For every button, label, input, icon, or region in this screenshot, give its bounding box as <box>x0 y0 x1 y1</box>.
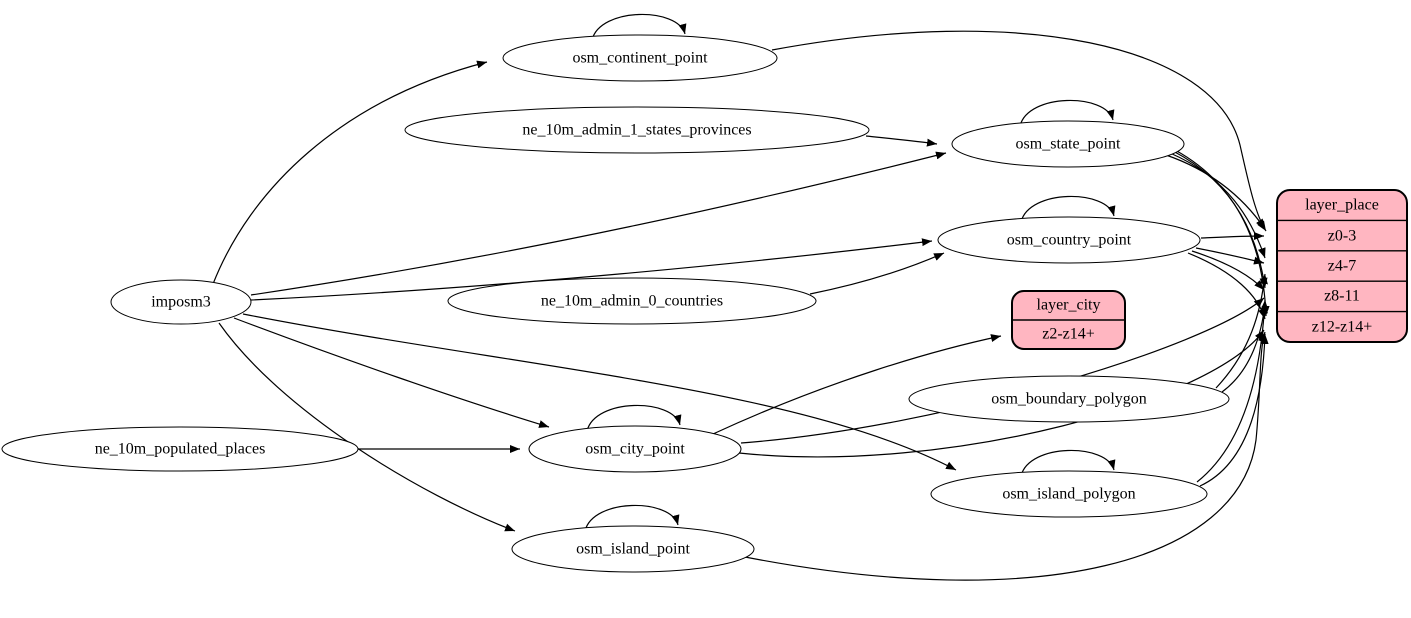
node-osm_country_point-shape <box>937 216 1201 264</box>
node-imposm3: imposm3 <box>110 279 252 325</box>
nodes-layer: osm_continent_point ne_10m_admin_1_state… <box>1 34 1408 573</box>
edge-osm_country_point-self-loop <box>1020 195 1116 223</box>
record-layer_place-title: layer_place <box>1305 197 1379 214</box>
node-osm_state_point: osm_state_point <box>951 120 1185 168</box>
edge-osm_country_point-layer_place-z8-11 <box>1191 250 1265 291</box>
edge-osm_country_point-layer_place-z12-z14 <box>1187 252 1266 320</box>
node-osm_island_polygon-label: osm_island_polygon <box>1002 486 1135 503</box>
edge-osm_island_point-layer_place-z12-z14 <box>744 331 1266 581</box>
edge-imposm3-osm_state_point <box>250 151 947 296</box>
record-layer_place-row-z12-z14: z12-z14+ <box>1312 319 1373 336</box>
edge-imposm3-osm_city_point <box>233 317 550 428</box>
node-osm_state_point-shape <box>951 120 1185 168</box>
node-osm_city_point-shape <box>528 425 742 473</box>
edge-osm_island_polygon-layer_place-z12-z14 <box>1199 333 1269 487</box>
edge-osm_state_point-layer_place-z12-z14 <box>1174 149 1270 317</box>
edge-ne_10m_admin_1_states_provinces-osm_state_point <box>865 135 938 147</box>
node-osm_boundary_polygon-shape <box>908 375 1230 423</box>
record-layer_place: layer_place z0-3 z4-7 z8-11 z12-z14+ <box>1276 189 1408 343</box>
record-layer_place-row-z8-11: z8-11 <box>1324 288 1360 305</box>
edge-ne_10m_admin_0_countries-osm_country_point <box>809 252 945 295</box>
edge-osm_boundary_polygon-layer_place-z4-7 <box>1215 273 1268 389</box>
node-osm_island_point: osm_island_point <box>511 525 755 573</box>
node-osm_continent_point: osm_continent_point <box>502 34 778 82</box>
node-osm_country_point: osm_country_point <box>937 216 1201 264</box>
edge-osm_city_point-layer_city-z2-z14 <box>712 334 1002 435</box>
node-osm_island_point-label: osm_island_point <box>576 541 690 558</box>
node-osm_island_point-shape <box>511 525 755 573</box>
edge-imposm3-osm_country_point <box>250 238 933 301</box>
record-layer_city-row-z2-z14: z2-z14+ <box>1042 326 1095 343</box>
edge-osm_continent_point-self-loop <box>591 13 687 41</box>
node-ne_10m_admin_0_countries-label: ne_10m_admin_0_countries <box>541 293 723 310</box>
node-osm_continent_point-shape <box>502 34 778 82</box>
edge-imposm3-osm_continent_point <box>212 60 488 285</box>
node-ne_10m_admin_1_states_provinces-shape <box>404 106 870 154</box>
edge-osm_boundary_polygon-layer_place-z8-11 <box>1221 302 1268 393</box>
node-osm_continent_point-label: osm_continent_point <box>572 50 708 67</box>
edge-imposm3-osm_island_polygon <box>242 313 957 471</box>
node-osm_island_polygon-shape <box>930 470 1208 518</box>
edge-osm_city_point-layer_place-z12-z14 <box>738 329 1265 458</box>
node-ne_10m_admin_1_states_provinces-label: ne_10m_admin_1_states_provinces <box>522 122 751 139</box>
node-ne_10m_admin_0_countries: ne_10m_admin_0_countries <box>447 277 817 325</box>
node-ne_10m_admin_1_states_provinces: ne_10m_admin_1_states_provinces <box>404 106 870 154</box>
edge-osm_continent_point-layer_place-z0-3 <box>771 30 1267 232</box>
node-ne_10m_admin_0_countries-shape <box>447 277 817 325</box>
edge-osm_island_polygon-self-loop <box>1020 449 1116 477</box>
edge-osm_island_point-self-loop <box>584 504 680 532</box>
node-imposm3-shape <box>110 279 252 325</box>
node-osm_boundary_polygon-label: osm_boundary_polygon <box>991 391 1147 408</box>
edges-layer <box>212 13 1270 581</box>
record-layer_place-row-z4-7: z4-7 <box>1328 258 1356 275</box>
node-ne_10m_populated_places-shape <box>1 426 359 472</box>
node-ne_10m_populated_places-label: ne_10m_populated_places <box>95 441 266 458</box>
node-osm_city_point: osm_city_point <box>528 425 742 473</box>
record-layer_place-box <box>1276 189 1408 343</box>
edge-osm_city_point-self-loop <box>586 404 682 432</box>
node-ne_10m_populated_places: ne_10m_populated_places <box>1 426 359 472</box>
edge-osm_country_point-layer_place-z0-3 <box>1200 232 1265 241</box>
edge-osm_state_point-self-loop <box>1019 99 1115 127</box>
node-osm_city_point-label: osm_city_point <box>585 441 685 458</box>
node-osm_country_point-label: osm_country_point <box>1007 232 1132 249</box>
record-layer_city-title: layer_city <box>1037 297 1101 314</box>
edge-imposm3-osm_island_point <box>218 322 516 532</box>
edge-osm_state_point-layer_place-z4-7 <box>1169 152 1266 259</box>
node-imposm3-label: imposm3 <box>151 294 211 311</box>
record-layer_place-row-z0-3: z0-3 <box>1328 228 1356 245</box>
record-layer_city: layer_city z2-z14+ <box>1011 290 1126 350</box>
node-osm_island_polygon: osm_island_polygon <box>930 470 1208 518</box>
edge-osm_state_point-layer_place-z0-3 <box>1165 154 1266 230</box>
node-osm_boundary_polygon: osm_boundary_polygon <box>908 375 1230 423</box>
edge-osm_city_point-layer_place-z8-11 <box>740 297 1265 444</box>
edge-osm_island_polygon-layer_place-z8-11 <box>1196 299 1269 483</box>
node-osm_state_point-label: osm_state_point <box>1016 136 1121 153</box>
